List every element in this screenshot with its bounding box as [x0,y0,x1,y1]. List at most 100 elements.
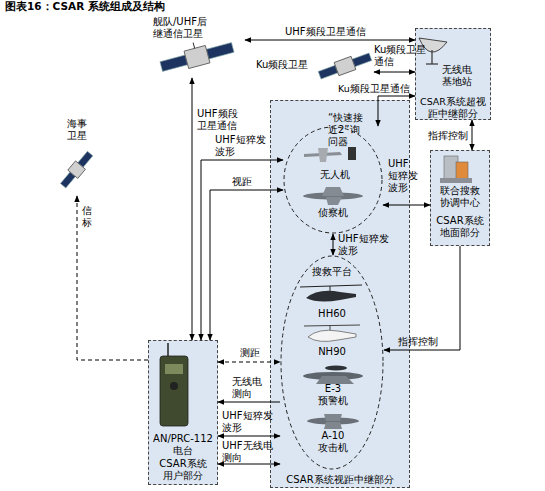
node-text: CSAR系统视距中继部分 [286,474,393,486]
wing [322,187,344,196]
recon-plane-icon [303,187,363,205]
connector-arrow [333,234,334,255]
node-text: A-10 攻击机 [318,430,348,454]
uav-body [304,152,342,157]
node-text: E-3 预警机 [318,383,348,407]
dish-antenna-icon [419,38,447,64]
icon-node: 无人机 [300,143,370,183]
helicopter-icon [304,325,360,341]
icon-node: A-10 攻击机 [298,410,368,458]
connector-arrow [374,72,415,73]
edge-label: UHF频段 卫星通信 [197,108,238,132]
rotor-mast [330,326,331,330]
node-text: 舰队/UHF后 继通信卫星 [153,16,215,40]
rotodome [325,366,347,371]
subsystem-box: 联合搜救 协调中心CSAR系统 地面部分 [430,150,490,246]
node-text: 侦察机 [318,207,348,219]
icon-node: HH60 [300,282,364,322]
dish-stand [431,50,432,64]
group-ellipse: 无人机侦察机“快速接 近2”询 问器 [283,126,383,234]
solar-panel [352,53,372,67]
attack-plane-icon [307,414,359,429]
connector-arrow [201,160,283,340]
fuselage [303,372,363,380]
satellite-icon [58,149,95,190]
solar-panel [60,172,75,188]
node-text: Ku频段卫星 [256,59,308,71]
fuselage [307,418,359,425]
satellite-icon [157,33,235,75]
wing [326,197,342,205]
subsystem-box: AN/PRC-112 电台CSAR系统 用户部分 [148,340,218,485]
node-text: 无线电 基地站 [442,64,472,88]
icon-node: E-3 预警机 [298,361,368,409]
subsystem-box: 无人机侦察机“快速接 近2”询 问器HH60NH90E-3 预警机A-10 攻击… [270,100,410,488]
node-text: 无人机 [320,169,350,181]
wing [324,414,342,421]
tower [444,156,458,182]
connector-arrow [218,362,280,363]
node-text: CSAR系统超视 距中继部分 [420,96,486,120]
node-text: 搜救平台 [312,266,352,278]
connector-arrow [192,78,193,340]
dish-base [426,63,438,64]
edge-label: 测距 [240,347,260,359]
awacs-icon [303,366,363,385]
icon-node: 海事 卫星 [55,118,100,196]
connector-arrow [218,464,280,465]
connector-arrow [472,120,473,150]
subsystem-box: 无线电 基地站 CSAR系统超视 距中继部分 [415,28,491,120]
node-text: 海事 卫星 [67,118,87,142]
solar-panel [206,43,234,59]
wing [316,376,354,384]
icon-node: Ku频段卫星 [252,50,374,82]
tower [456,162,468,182]
icon-node: 无线电 基地站 [440,58,486,92]
edge-label: 视距 [232,176,252,188]
uav-wing [318,148,328,162]
rotor-mast [330,286,331,291]
dish [419,38,447,52]
edge-label: 信标 [82,205,92,229]
solar-panel [78,151,93,167]
satellite-icon [317,50,373,82]
radio-body [160,356,188,426]
edge-label: Ku频段卫星通信 [338,83,410,95]
edge-label: UHF频段卫星通信 [285,26,366,38]
figure-title: 图表16：CSAR 系统组成及结构 [5,0,165,14]
connector-arrow [383,205,430,206]
connector-arrow [384,246,460,350]
radio-antenna [167,343,169,356]
group-ellipse: HH60NH90E-3 预警机A-10 攻击机搜救平台 [280,255,384,470]
edge-label: 无线电 测向 [232,376,262,400]
edge-label: 指挥控制 [428,130,468,142]
edge-label: UHF短猝发 波形 [215,134,266,158]
fuselage [303,193,363,200]
connector-arrow [245,40,415,41]
icon-node: 侦察机 [295,185,370,221]
base [440,178,472,183]
wing [324,422,342,429]
edge-label: UHF无线电 测向 [222,440,273,464]
helicopter-body [308,330,356,341]
connector-arrow [218,436,280,437]
connector-arrow [218,402,280,403]
connector-arrow [378,96,415,126]
helicopter-body [306,291,356,302]
satellite-body [334,56,356,75]
rotor [300,285,362,287]
radio-knob [170,382,178,390]
ellipse-outline [281,256,383,469]
node-text: CSAR系统 用户部分 [159,458,206,482]
node-text: CSAR系统 地面部分 [436,215,483,239]
solar-panel [318,65,338,79]
node-text: “快速接 近2”询 问器 [328,112,363,148]
solar-panel [160,55,188,71]
satellite-body [68,161,86,179]
helicopter-icon [300,285,362,302]
connector-arrow [77,196,148,360]
uav-icon [304,147,356,162]
icon-node: 舰队/UHF后 继通信卫星 [145,14,245,78]
